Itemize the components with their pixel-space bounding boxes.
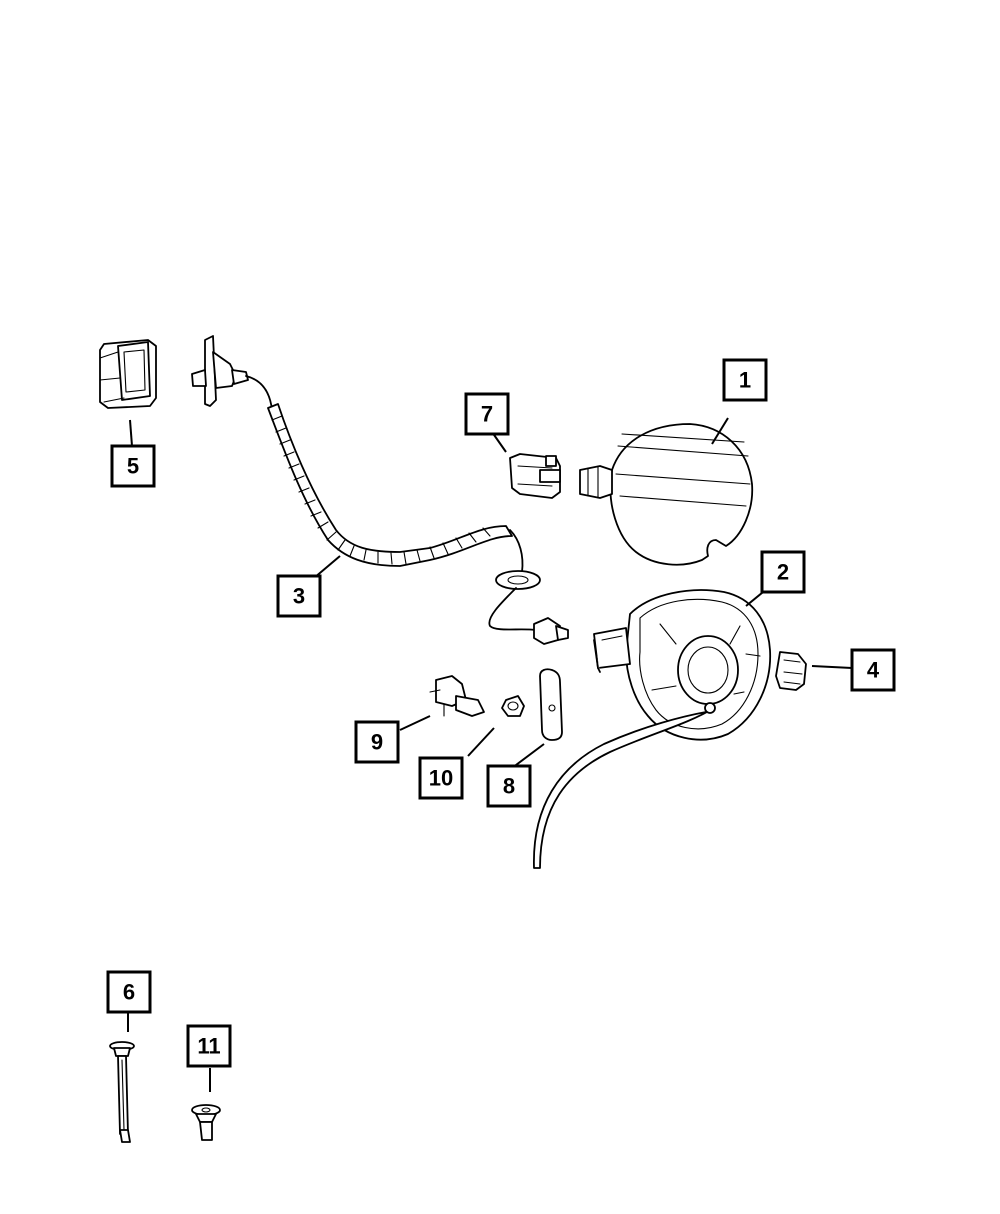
part-10-grommet	[501, 695, 525, 717]
callout-2: 2	[760, 550, 806, 594]
part-8-seal-pad	[539, 668, 563, 741]
callout-6: 6	[106, 970, 152, 1014]
callout-2-label: 2	[777, 560, 789, 585]
callout-5-label: 5	[127, 454, 139, 479]
callout-4: 4	[850, 648, 896, 692]
callout-5: 5	[110, 444, 156, 488]
part-3-release-cable	[191, 335, 569, 645]
leader-4	[811, 665, 853, 669]
callout-8: 8	[486, 764, 532, 808]
leader-10	[467, 727, 495, 757]
leader-9	[399, 715, 431, 731]
callout-7-label: 7	[481, 402, 493, 427]
part-6-bolt	[109, 1041, 135, 1143]
leader-3	[313, 555, 341, 579]
callout-8-label: 8	[503, 774, 515, 799]
callout-3-label: 3	[293, 584, 305, 609]
part-2-housing	[533, 589, 772, 869]
part-11-screw	[191, 1104, 221, 1141]
part-4-clip	[775, 651, 807, 691]
callout-9-label: 9	[371, 730, 383, 755]
callout-1: 1	[722, 358, 768, 402]
part-9-actuator	[429, 675, 485, 717]
part-5-bezel	[99, 339, 157, 409]
callout-3: 3	[276, 574, 322, 618]
callout-1-label: 1	[739, 368, 751, 393]
callout-10: 10	[418, 756, 464, 800]
callout-11: 11	[186, 1024, 232, 1068]
callout-4-label: 4	[867, 658, 880, 683]
leader-1	[711, 417, 729, 445]
part-1-fuel-door	[579, 423, 754, 566]
callout-11-label: 11	[197, 1034, 220, 1059]
callout-10-label: 10	[429, 766, 453, 791]
callout-6-label: 6	[123, 980, 135, 1005]
callout-9: 9	[354, 720, 400, 764]
part-7-hinge	[509, 453, 561, 499]
leader-5	[129, 419, 133, 447]
callout-7: 7	[464, 392, 510, 436]
leader-8	[511, 743, 545, 769]
